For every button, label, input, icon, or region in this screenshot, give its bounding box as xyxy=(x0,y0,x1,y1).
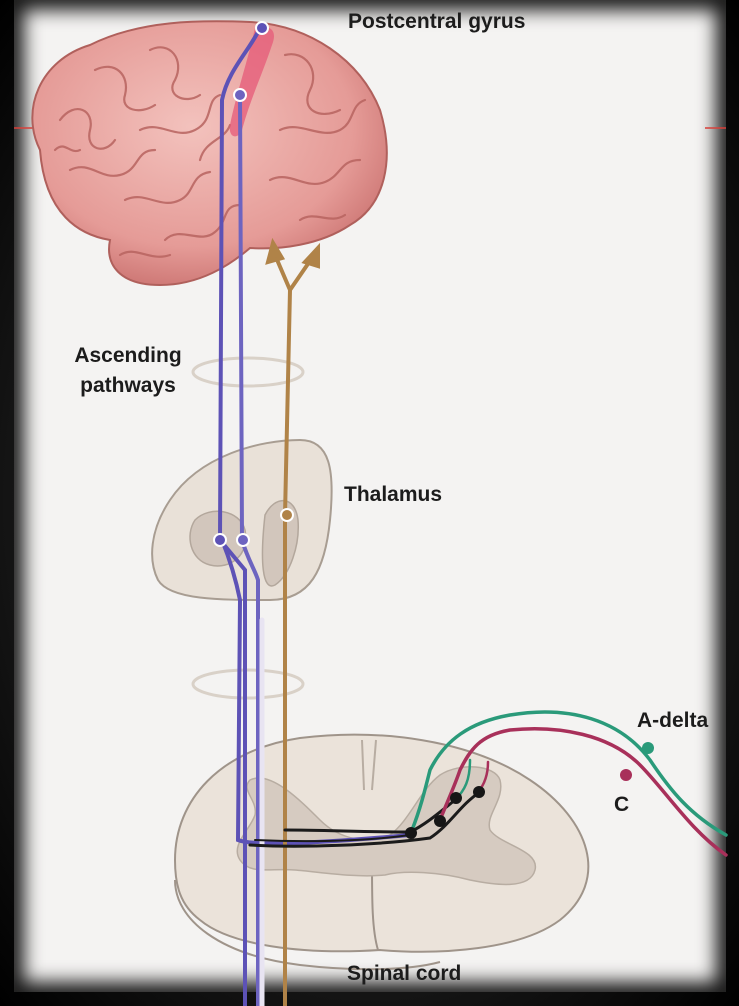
ascending-pathways-label-line2: pathways xyxy=(58,371,198,401)
a-delta-label: A-delta xyxy=(637,708,708,734)
brain xyxy=(32,21,386,285)
thalamus-label: Thalamus xyxy=(344,482,442,508)
ascending-pathways-label-line1: Ascending xyxy=(58,341,198,371)
ascending-pathways-label: Ascending pathways xyxy=(58,341,198,401)
a-delta-cell-body xyxy=(642,742,654,754)
spinal-cord-label: Spinal cord xyxy=(347,961,461,987)
c-fiber-cell-body xyxy=(620,769,632,781)
postcentral-gyrus-label: Postcentral gyrus xyxy=(348,9,525,35)
c-fiber-label: C xyxy=(614,792,629,818)
